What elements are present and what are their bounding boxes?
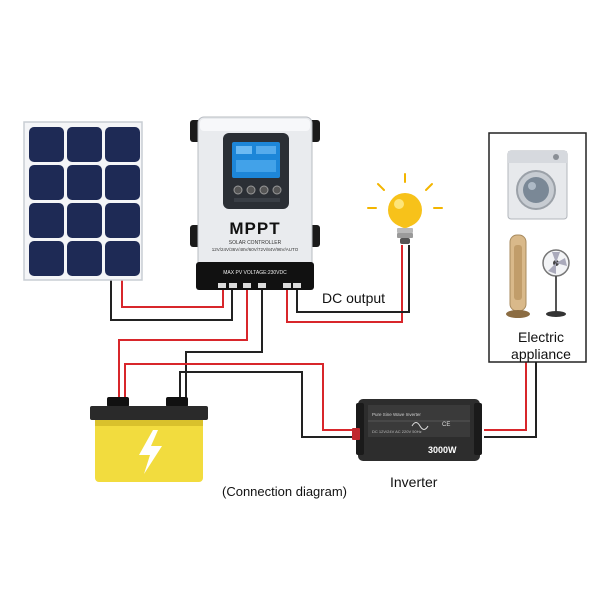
wire-panel-red: [121, 278, 224, 308]
tower-fan-icon: [506, 234, 530, 318]
solar-panel-icon: [23, 121, 143, 281]
controller-voltages: 12V/24V/36V/48V/60V/72V/84V/96V/AUTO: [212, 247, 299, 252]
wire-inverter-black: [179, 371, 356, 438]
inverter-model-text: Pure Sine Wave Inverter: [372, 412, 421, 417]
controller-button-3: [259, 185, 269, 195]
controller-button-4: [272, 185, 282, 195]
solar-cell: [29, 127, 64, 162]
solar-cell: [67, 241, 102, 276]
solar-cell: [67, 203, 102, 238]
electric-appliance-label-line2: appliance: [511, 346, 571, 362]
solar-cell: [67, 165, 102, 200]
inverter-spec-text: DC 12V/24V AC 220V 50Hz: [372, 429, 422, 434]
wire-appliance-red: [484, 360, 527, 431]
solar-cell: [29, 165, 64, 200]
wires: [110, 245, 537, 438]
solar-cell: [67, 127, 102, 162]
light-bulb-icon: [367, 173, 443, 244]
solar-cell: [105, 127, 140, 162]
solar-cell: [29, 203, 64, 238]
battery-icon: [90, 397, 208, 482]
wire-battery-red: [118, 289, 248, 398]
electric-appliance-label: Electric appliance: [496, 329, 586, 363]
appliance-box: [488, 132, 587, 363]
solar-cell: [29, 241, 64, 276]
inverter-device: Pure Sine Wave Inverter DC 12V/24V AC 22…: [352, 399, 482, 461]
wire-panel-black: [110, 278, 233, 321]
controller-subtitle: SOLAR CONTROLLER: [229, 240, 282, 246]
controller-brand: MPPT: [229, 219, 280, 238]
solar-cell: [105, 165, 140, 200]
inverter-power: 3000W: [428, 445, 457, 455]
electric-appliance-label-line1: Electric: [518, 329, 564, 345]
lightning-bolt-icon: [139, 430, 162, 474]
controller-button-1: [233, 185, 243, 195]
diagram-caption: (Connection diagram): [222, 484, 348, 499]
stand-fan-icon: [542, 249, 570, 317]
wire-dc-black: [296, 245, 410, 313]
wire-appliance-black: [484, 360, 537, 438]
wire-battery-black: [185, 289, 263, 398]
inverter-cert: CE: [442, 422, 450, 428]
washing-machine-icon: [507, 150, 568, 220]
wire-dc-red: [286, 245, 403, 323]
controller-button-2: [246, 185, 256, 195]
inverter-label: Inverter: [390, 474, 438, 490]
charge-controller: MPPT SOLAR CONTROLLER 12V/24V/36V/48V/60…: [190, 116, 320, 290]
controller-rating: MAX PV VOLTAGE:230VDC: [223, 270, 287, 276]
wire-inverter-red: [124, 363, 356, 431]
dc-output-label: DC output: [322, 290, 386, 306]
panel-cells: [29, 127, 140, 276]
solar-cell: [105, 203, 140, 238]
solar-cell: [105, 241, 140, 276]
